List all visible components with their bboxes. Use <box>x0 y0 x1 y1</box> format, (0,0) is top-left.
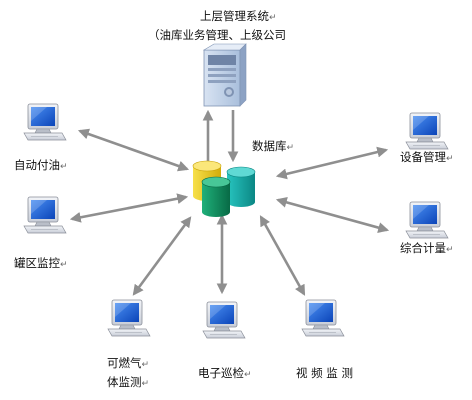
arrow-video <box>259 215 306 296</box>
computer-icon <box>23 196 67 234</box>
paragraph-mark: ↵ <box>141 360 150 370</box>
paragraph-mark: ↵ <box>141 379 150 389</box>
computer-icon <box>405 201 449 239</box>
node-label-patrol: 电子巡检↵ <box>198 366 252 382</box>
top-system-subtitle-text: （油库业务管理、上级公司 <box>148 28 286 42</box>
arrow-tank-area <box>69 193 189 223</box>
computer-icon <box>405 112 449 150</box>
node-label-gas-monitor-line2: 体监测↵ <box>107 375 149 391</box>
node-label-text: 体监测 <box>107 375 142 389</box>
arrow-equipment <box>275 146 389 180</box>
paragraph-mark: ↵ <box>60 162 68 172</box>
paragraph-mark: ↵ <box>60 260 68 270</box>
paragraph-mark: ↵ <box>244 370 252 380</box>
node-label-text: 罐区监控 <box>14 256 60 270</box>
database-icon <box>192 160 256 217</box>
node-label-text: 综合计量 <box>400 241 446 255</box>
arrow-auto-fuel <box>77 128 190 172</box>
node-label-text: 设备管理 <box>400 150 446 164</box>
node-label-gas-monitor-line1: 可燃气↵ <box>107 356 149 372</box>
node-label-text: 可燃气 <box>107 356 142 370</box>
paragraph-mark: ↵ <box>286 143 295 153</box>
database-label-text: 数据库 <box>252 139 287 153</box>
arrow-metering <box>275 197 390 233</box>
node-label-auto-fuel: 自动付油↵ <box>14 158 68 174</box>
node-label-text: 电子巡检 <box>198 366 244 380</box>
top-system-title-text: 上层管理系统 <box>200 9 269 23</box>
computer-icon <box>107 299 151 337</box>
paragraph-mark: ↵ <box>446 245 454 255</box>
node-label-metering: 综合计量↵ <box>400 241 454 257</box>
node-label-tank-area: 罐区监控↵ <box>14 256 68 272</box>
computer-icon <box>23 103 67 141</box>
server-arrows <box>202 109 239 163</box>
top-system-subtitle: （油库业务管理、上级公司 <box>148 28 286 42</box>
node-label-video: 视 频 监 测 <box>296 366 353 380</box>
connection-arrows <box>69 128 390 296</box>
top-system-title: 上层管理系统↵ <box>200 9 277 25</box>
node-label-equipment: 设备管理↵ <box>400 150 454 166</box>
server-icon <box>202 43 247 107</box>
database-label: 数据库↵ <box>252 139 294 155</box>
node-label-text: 视 频 监 测 <box>296 366 353 380</box>
paragraph-mark: ↵ <box>446 154 454 164</box>
computer-icon <box>202 301 246 339</box>
node-label-text: 自动付油 <box>14 158 60 172</box>
arrow-gas-monitor <box>132 216 192 296</box>
computer-icon <box>301 299 345 337</box>
paragraph-mark: ↵ <box>269 13 277 23</box>
